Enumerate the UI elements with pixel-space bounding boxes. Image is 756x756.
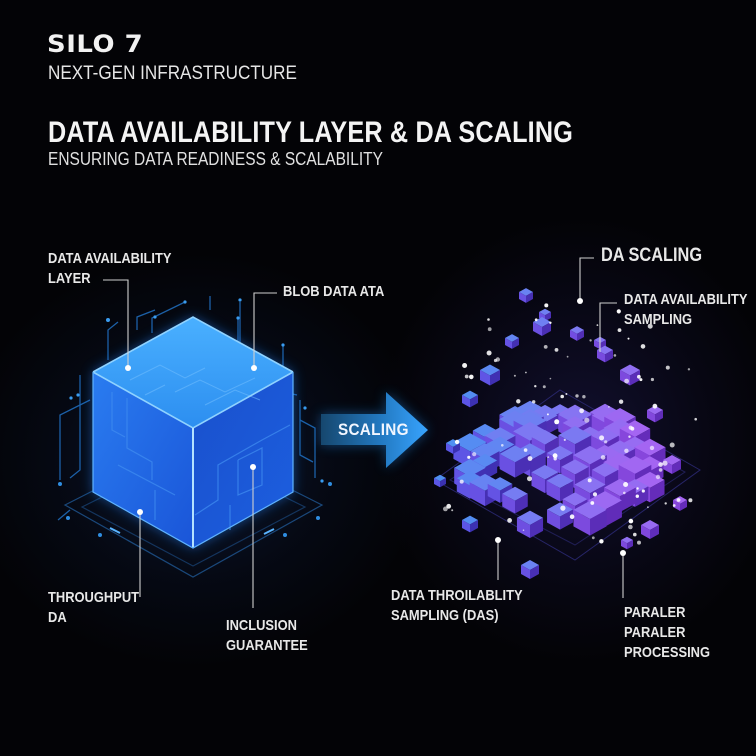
label-line: BLOB DATA ATA (283, 283, 385, 300)
label-line: DA SCALING (601, 245, 703, 266)
da-scaling-cube-cluster (434, 288, 697, 579)
label-line: PARALER (624, 604, 686, 621)
label-line: DATA AVAILABILITY (48, 250, 172, 267)
brand-logo: SILO 7 (47, 30, 144, 58)
label-line: PARALER (624, 624, 686, 641)
cube-right-face (193, 372, 293, 548)
page-subtitle: ENSURING DATA READINESS & SCALABILITY (48, 149, 383, 169)
label-parallel-processing: PARALER PARALER PROCESSING (624, 603, 710, 663)
page-title: DATA AVAILABILITY LAYER & DA SCALING (48, 116, 573, 149)
scaling-arrow (321, 392, 428, 468)
right-leader-dots (495, 298, 626, 556)
label-inclusion-guarantee: INCLUSION GUARANTEE (226, 616, 308, 656)
label-da-scaling: DA SCALING (601, 245, 702, 267)
label-line: PROCESSING (624, 644, 711, 661)
label-line: THROUGHPUT (48, 589, 140, 606)
cube-edges (92, 316, 294, 549)
label-data-availability-layer: DATA AVAILABILITY LAYER (48, 249, 171, 289)
circuit-traces (57, 296, 316, 521)
right-leader-lines (497, 257, 624, 598)
circuit-nodes (69, 298, 324, 483)
label-blob-data: BLOB DATA ATA (283, 282, 384, 302)
label-line: INCLUSION (226, 617, 297, 634)
cube-side-circuits (111, 392, 291, 530)
base-plate-nodes (58, 482, 332, 537)
label-line: GUARANTEE (226, 637, 308, 654)
left-leader-dots (125, 365, 257, 515)
cube-face-circuits (129, 364, 261, 406)
right-arrow-icon (321, 392, 428, 468)
brand-tagline: NEXT-GEN INFRASTRUCTURE (48, 63, 297, 84)
label-throughput-da: THROUGHPUT DA (48, 588, 139, 628)
scaling-arrow-label: SCALING (338, 420, 409, 439)
label-line: DATA AVAILABILITY (624, 291, 748, 308)
base-plate-highlights (109, 527, 275, 535)
cube-left-face (93, 372, 193, 548)
label-line: DATA THROILABLITY (391, 587, 523, 604)
left-leader-lines (103, 279, 277, 608)
label-line: DA (48, 609, 67, 626)
label-line: SAMPLING (624, 311, 693, 328)
label-data-availability-sampling: DATA AVAILABILITY SAMPLING (624, 290, 747, 330)
label-line: LAYER (48, 270, 91, 287)
label-data-sampling-das: DATA THROILABLITY SAMPLING (DAS) (391, 586, 523, 626)
label-line: SAMPLING (DAS) (391, 607, 499, 624)
